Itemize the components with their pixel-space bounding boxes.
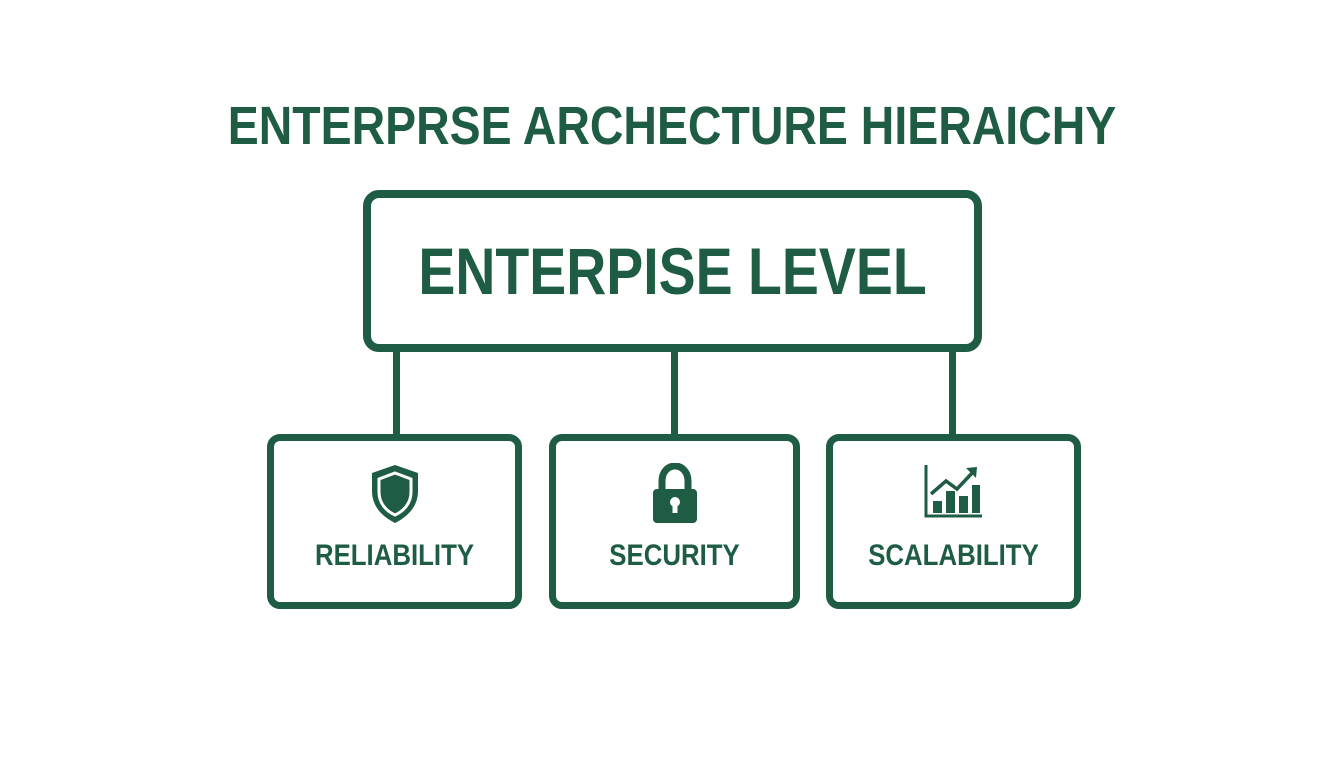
connector-line-reliability xyxy=(393,350,400,438)
growth-chart-icon xyxy=(924,463,984,524)
connector-line-scalability xyxy=(949,350,956,438)
security-label: SECURITY xyxy=(609,539,740,572)
scalability-label: SCALABILITY xyxy=(868,539,1039,572)
enterprise-level-label: ENTERPISE LEVEL xyxy=(418,234,927,308)
enterprise-level-node: ENTERPISE LEVEL xyxy=(363,190,982,352)
scalability-node: SCALABILITY xyxy=(826,434,1081,609)
security-node: SECURITY xyxy=(549,434,800,609)
shield-icon xyxy=(369,463,421,530)
reliability-node: RELIABILITY xyxy=(267,434,522,609)
reliability-label: RELIABILITY xyxy=(314,539,475,572)
lock-icon xyxy=(651,462,699,530)
connector-line-security xyxy=(671,350,678,438)
diagram-title: ENTERPRSE ARCHECTURE HIERAICHY xyxy=(227,96,1117,156)
